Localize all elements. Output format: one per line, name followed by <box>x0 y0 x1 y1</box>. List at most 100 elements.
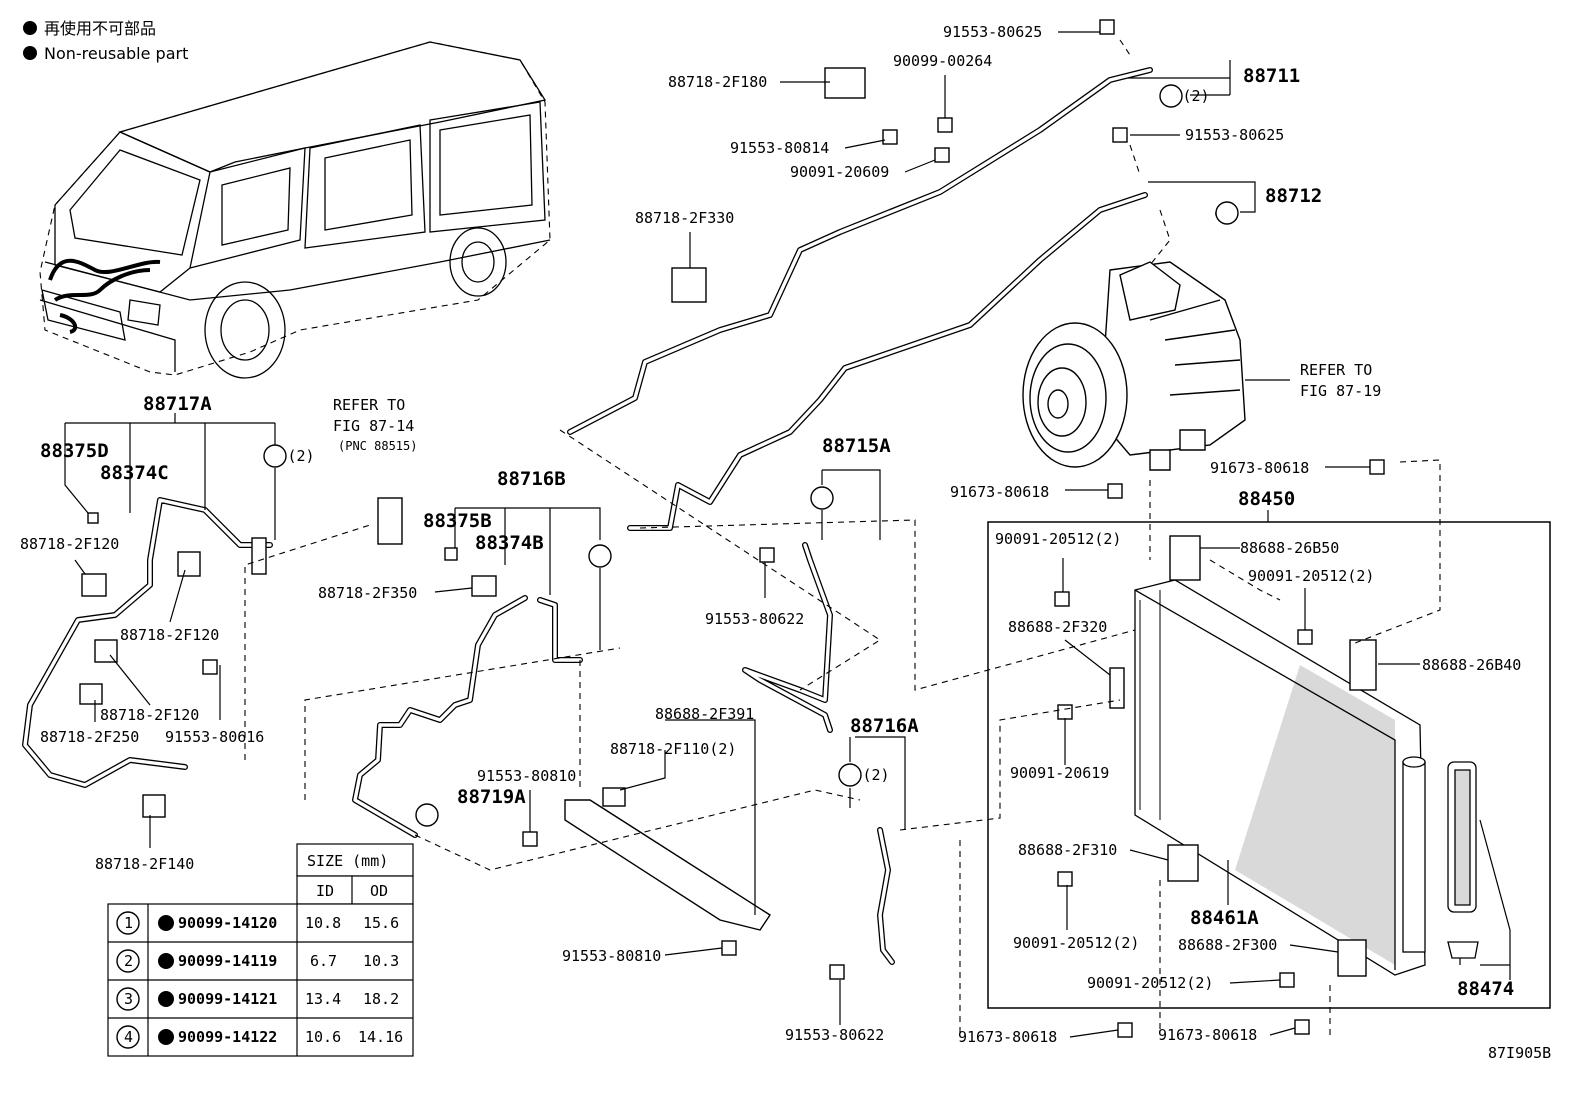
pipes <box>22 67 1153 965</box>
clip-icon <box>177 551 201 577</box>
table-row: 2 90099-14119 6.7 10.3 <box>116 949 399 973</box>
callout: 91673-80618 <box>958 1028 1057 1046</box>
callout: 88719A <box>457 786 526 808</box>
clip-icon <box>671 267 707 303</box>
marker-4 <box>415 803 439 827</box>
row-num: 2 <box>124 952 133 970</box>
fasteners <box>79 19 1385 1038</box>
condenser <box>1134 579 1479 976</box>
bolt-icon <box>1369 459 1385 475</box>
callout: 90091-20512(2) <box>1248 567 1374 585</box>
size-table: SIZE (mm) ID OD 1 90099-14120 10.8 15.6 … <box>107 843 414 1057</box>
callout: 88718-2F120 <box>120 626 219 644</box>
marker-1 <box>810 486 834 510</box>
legend-en: Non-reusable part <box>44 44 188 63</box>
marker-2 <box>588 544 612 568</box>
callout: FIG 87-19 <box>1300 382 1381 400</box>
callout: 91553-80810 <box>562 947 661 965</box>
markers <box>263 84 1239 827</box>
callout: 88718-2F120 <box>100 706 199 724</box>
callout: 91553-80616 <box>165 728 264 746</box>
row-part: 90099-14121 <box>178 990 277 1008</box>
callout: 88718-2F350 <box>318 584 417 602</box>
col-od: OD <box>370 882 388 900</box>
row-id: 6.7 <box>310 952 337 970</box>
table-row: 1 90099-14120 10.8 15.6 <box>116 911 399 935</box>
table-row: 3 90099-14121 13.4 18.2 <box>116 987 399 1011</box>
van-illustration <box>39 41 551 379</box>
bolt-icon <box>1057 704 1073 720</box>
row-num: 3 <box>124 990 133 1008</box>
callout: 88688-2F391 <box>655 705 754 723</box>
callout: REFER TO <box>1300 361 1372 379</box>
callout: 91673-80618 <box>1158 1026 1257 1044</box>
bolt-icon <box>1279 972 1295 988</box>
callout: 90091-20512(2) <box>1013 934 1139 952</box>
callout: 88716B <box>497 468 566 490</box>
clip-icon <box>142 794 166 818</box>
callout: 88711 <box>1243 65 1300 87</box>
expansion-valve-icon <box>377 497 403 545</box>
bracket-icon <box>1337 939 1367 977</box>
callout: FIG 87-14 <box>333 417 414 435</box>
callout: 91553-80625 <box>943 23 1042 41</box>
callout: 88375B <box>423 510 492 532</box>
callout: 88688-2F320 <box>1008 618 1107 636</box>
bracket-icon <box>1169 535 1201 581</box>
bolt-icon <box>721 940 737 956</box>
bracket-icon <box>824 67 866 99</box>
row-num: 4 <box>124 1028 133 1046</box>
bolt-icon <box>1107 483 1123 499</box>
bracket-icon <box>1349 639 1377 691</box>
table-header: SIZE (mm) <box>307 852 388 870</box>
callout: 88688-2F300 <box>1178 936 1277 954</box>
callout: 90091-20512(2) <box>995 530 1121 548</box>
callout: 88450 <box>1238 488 1295 510</box>
callout: 91673-80618 <box>1210 459 1309 477</box>
callout: 88718-2F110(2) <box>610 740 736 758</box>
legend: 再使用不可部品 Non-reusable part <box>23 19 188 63</box>
callout: 88718-2F250 <box>40 728 139 746</box>
leader-lines <box>64 31 1511 1038</box>
bolt-icon <box>882 129 898 145</box>
marker-2 <box>838 763 862 787</box>
bolt-icon <box>522 831 538 847</box>
row-od: 14.16 <box>358 1028 403 1046</box>
callout: 88715A <box>822 435 891 457</box>
callout: 91673-80618 <box>950 483 1049 501</box>
bullet-icon <box>158 953 174 969</box>
row-od: 10.3 <box>363 952 399 970</box>
bolt-icon <box>1057 871 1073 887</box>
bolt-icon <box>1054 591 1070 607</box>
bolt-icon <box>1294 1019 1310 1035</box>
callout: 88374C <box>100 462 169 484</box>
bullet-icon <box>158 915 174 931</box>
callout: 91553-80814 <box>730 139 829 157</box>
table-row: 4 90099-14122 10.6 14.16 <box>116 1025 403 1049</box>
cap-icon <box>444 547 458 561</box>
bracket-icon <box>564 799 771 931</box>
compressor <box>1022 261 1246 471</box>
row-part: 90099-14120 <box>178 914 277 932</box>
callout: 88718-2F330 <box>635 209 734 227</box>
callout: 91553-80810 <box>477 767 576 785</box>
clip-icon <box>81 573 107 597</box>
bolt-icon <box>1112 127 1128 143</box>
bolt-icon <box>1297 629 1313 645</box>
marker-3 <box>263 444 287 468</box>
row-part: 90099-14119 <box>178 952 277 970</box>
callout: 88718-2F140 <box>95 855 194 873</box>
marker-1 <box>1159 84 1183 108</box>
callout: 90099-00264 <box>893 52 992 70</box>
flange-icon <box>251 537 267 575</box>
col-id: ID <box>316 882 334 900</box>
cap-icon <box>87 512 99 524</box>
callout: 88712 <box>1265 185 1322 207</box>
callout: REFER TO <box>333 396 405 414</box>
row-id: 10.8 <box>305 914 341 932</box>
callout: 90091-20609 <box>790 163 889 181</box>
callout: 88374B <box>475 532 544 554</box>
bracket-icon <box>1167 844 1199 882</box>
clip-icon <box>602 787 626 807</box>
